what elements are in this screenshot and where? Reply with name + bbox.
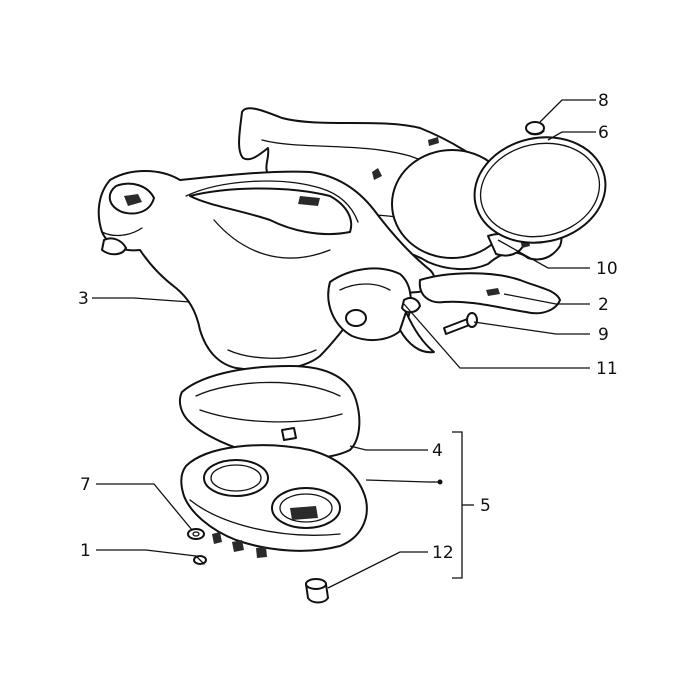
callout-labels: 8 6 10 2 9 11 3 4 5 7 1 12: [78, 91, 618, 563]
small-cap: [525, 121, 545, 136]
callout-11: 11: [596, 359, 618, 379]
callout-1: 1: [80, 541, 91, 561]
callout-4: 4: [432, 441, 443, 461]
leader-12: [327, 551, 428, 589]
washer: [187, 528, 205, 540]
leader-4: [349, 445, 428, 451]
callout-7: 7: [80, 475, 91, 495]
screw: [443, 312, 478, 335]
leader-3: [92, 297, 191, 303]
leader-10: [497, 239, 590, 269]
instrument-cover-glass: [178, 365, 361, 460]
instrument-ring-gasket: [473, 136, 607, 244]
leader-lines: [92, 99, 596, 589]
leader-7: [96, 483, 193, 531]
leader-6: [547, 131, 596, 141]
callout-3: 3: [78, 289, 89, 309]
leader-2: [503, 293, 590, 305]
mounting-bracket: [418, 272, 561, 315]
instrument-panel-body: [180, 444, 368, 558]
callout-8: 8: [598, 91, 609, 111]
callout-6: 6: [598, 123, 609, 143]
callout-9: 9: [598, 325, 609, 345]
leader-11: [403, 303, 590, 369]
leader-4-to-panel: [365, 479, 429, 483]
callout-10: 10: [596, 259, 618, 279]
leader-1: [96, 549, 197, 557]
leader-8: [539, 99, 596, 123]
small-screw: [193, 555, 207, 565]
leader-9: [473, 321, 590, 335]
callout-12: 12: [432, 543, 454, 563]
callout-2: 2: [598, 295, 609, 315]
callout-5: 5: [480, 496, 491, 516]
bulb-holder: [305, 578, 329, 604]
front-handlebar-cover: [97, 170, 436, 372]
